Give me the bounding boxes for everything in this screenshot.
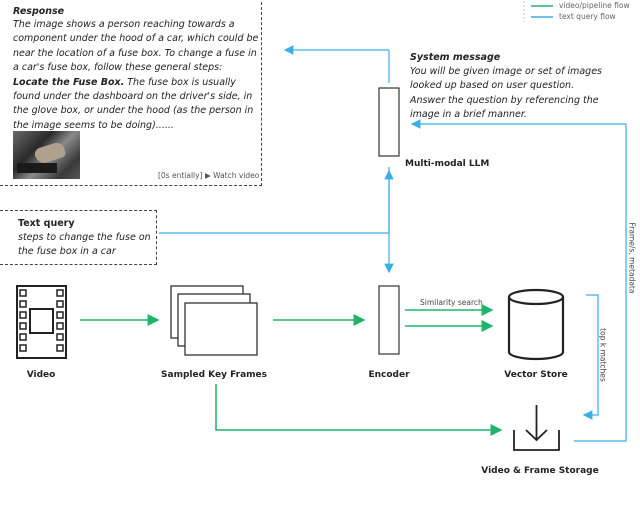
legend-video-flow-label: video/pipeline flow — [559, 1, 630, 10]
film-strip-icon — [16, 285, 67, 359]
download-tray-icon — [513, 405, 560, 451]
response-heading: Response — [13, 6, 65, 17]
green-flow — [80, 304, 503, 436]
response-panel — [0, 2, 262, 186]
response-source-label: [0s entially] — [158, 171, 203, 180]
system-message-title: System message — [410, 52, 501, 63]
video-label: Video — [26, 370, 56, 380]
response-thumbnail[interactable] — [13, 131, 80, 179]
llm-box — [378, 87, 400, 157]
engine-part — [17, 163, 57, 173]
vector-store-label: Vector Store — [504, 370, 568, 380]
stacked-frames-icon — [170, 285, 258, 356]
llm-label: Multi-modal LLM — [405, 159, 490, 169]
encoder-label: Encoder — [368, 370, 410, 380]
top-k-label: top k matches — [598, 328, 608, 382]
system-message-body: You will be given image or set of images… — [410, 66, 602, 121]
response-step-title: Locate the Fuse Box. — [13, 76, 125, 88]
watch-video-link[interactable]: ▶ Watch video — [205, 171, 260, 180]
text-query-title: Text query — [18, 218, 75, 229]
text-query-panel — [0, 210, 157, 265]
database-icon — [507, 288, 565, 361]
frames-label: Sampled Key Frames — [161, 370, 267, 380]
response-body: The image shows a person reaching toward… — [13, 19, 259, 74]
encoder-box — [378, 285, 400, 355]
similarity-search-label: Similarity search — [420, 298, 483, 307]
text-query-body: steps to change the fuse on the fuse box… — [18, 232, 151, 258]
frames-metadata-label: Frame/s, metadata — [627, 222, 637, 294]
storage-label: Video & Frame Storage — [481, 466, 599, 476]
hand-shape — [33, 140, 67, 166]
response-step-body: The fuse box is usually found under the … — [13, 76, 254, 131]
response-text: The image shows a person reaching toward… — [13, 18, 259, 133]
legend-text-flow-label: text query flow — [559, 12, 616, 21]
blue-flow — [159, 45, 627, 442]
